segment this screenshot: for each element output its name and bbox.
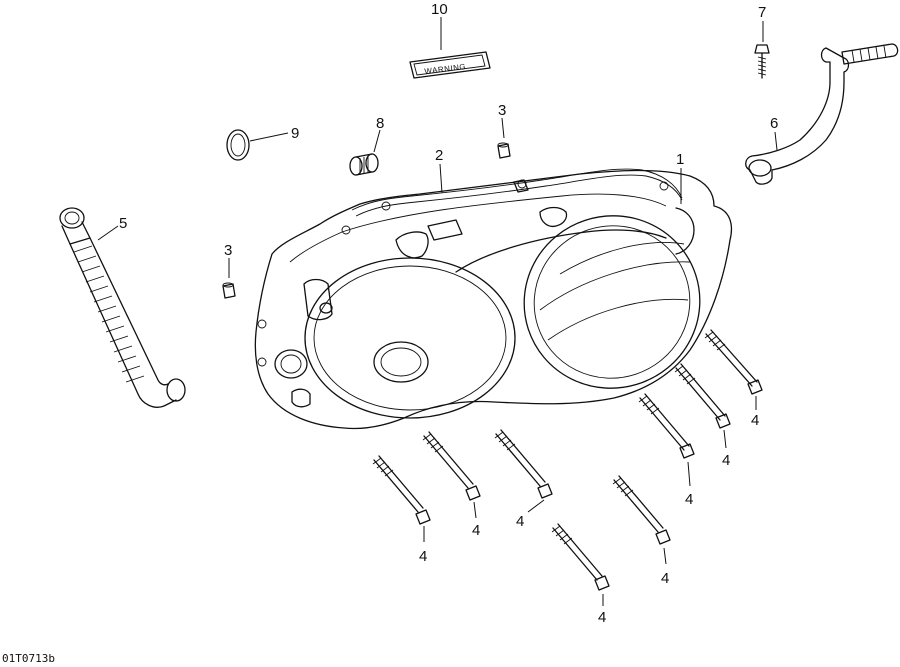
callout-1: 1: [676, 151, 684, 168]
leader-2: [439, 163, 443, 194]
screw-part-4: [612, 475, 671, 545]
lever-screw-part: [754, 44, 770, 79]
callout-4-5: 4: [598, 609, 606, 626]
reference-code: 01T0713b: [2, 652, 55, 665]
leader-4-6: [527, 499, 545, 513]
callout-4-1: 4: [751, 412, 759, 429]
warning-label-part: WARNING: [409, 51, 491, 79]
cvt-cover-part: [254, 169, 733, 430]
bushing-part: [349, 153, 379, 176]
leader-9: [249, 132, 289, 142]
screw-part-1: [704, 329, 763, 395]
callout-3-left: 3: [224, 242, 232, 259]
callout-4-4: 4: [661, 570, 669, 587]
leader-4-3: [687, 461, 691, 487]
callout-4-3: 4: [685, 491, 693, 508]
callout-9: 9: [291, 125, 299, 142]
screw-part-5: [551, 523, 610, 591]
screw-part-6: [494, 429, 553, 499]
callout-5: 5: [119, 215, 127, 232]
leader-4-7: [473, 501, 477, 519]
callout-2: 2: [435, 147, 443, 164]
callout-6: 6: [770, 115, 778, 132]
leader-8: [373, 129, 381, 153]
lever-part: [745, 43, 899, 185]
screw-part-7: [422, 431, 481, 501]
screw-part-3: [638, 393, 695, 459]
callout-7: 7: [758, 4, 766, 21]
screw-part-8: [372, 455, 431, 525]
o-ring-part: [226, 129, 250, 161]
leader-4-4: [663, 547, 667, 565]
dowel-upper-part: [497, 142, 511, 159]
gasket-part: [351, 168, 683, 217]
callout-4-2: 4: [722, 452, 730, 469]
callout-3-upper: 3: [498, 102, 506, 119]
callout-4-8: 4: [419, 548, 427, 565]
callout-8: 8: [376, 115, 384, 132]
leader-6: [774, 131, 778, 151]
leader-3-upper: [501, 117, 505, 139]
callout-4-7: 4: [472, 522, 480, 539]
leader-4-2: [723, 429, 727, 449]
callout-10: 10: [431, 1, 448, 18]
callout-4-6: 4: [516, 513, 524, 530]
dowel-left-part: [222, 282, 236, 299]
leader-5: [97, 225, 119, 241]
air-duct-part: [59, 207, 186, 408]
screw-part-2: [674, 363, 731, 429]
